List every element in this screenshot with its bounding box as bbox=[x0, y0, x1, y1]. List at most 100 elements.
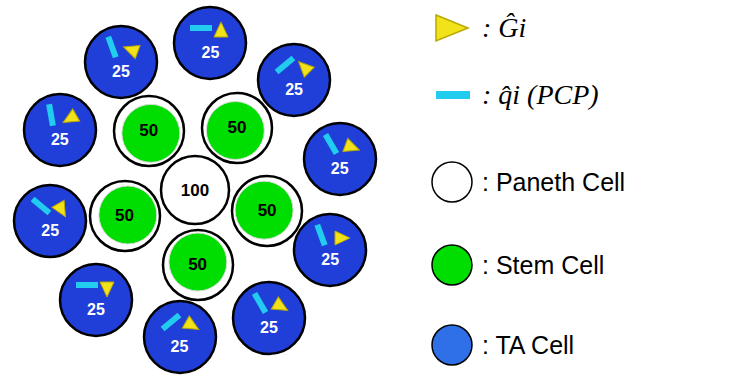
polarity-arrow bbox=[182, 316, 202, 336]
stem-cell: 50 bbox=[200, 91, 274, 165]
pcp-bar bbox=[317, 225, 325, 246]
cell-number: 25 bbox=[171, 339, 189, 355]
cell-number: 50 bbox=[258, 202, 277, 219]
stem-core bbox=[235, 181, 293, 239]
pcp-bar bbox=[76, 282, 98, 288]
paneth-cell: 100 bbox=[159, 154, 231, 226]
cell-circle bbox=[24, 94, 96, 166]
ta-cell: 25 bbox=[83, 24, 159, 100]
legend-entry: : TA Cell bbox=[428, 320, 728, 370]
cell-outline bbox=[12, 183, 88, 259]
cell-outline bbox=[256, 42, 332, 118]
ta-cell: 25 bbox=[256, 42, 332, 118]
polarity-arrow bbox=[335, 231, 350, 245]
legend-text: : q̂i (PCP) bbox=[482, 79, 599, 111]
polarity-arrow bbox=[294, 57, 315, 78]
cell-number: 25 bbox=[260, 320, 278, 336]
stem-cell: 50 bbox=[230, 174, 304, 248]
ta-cell: 25 bbox=[22, 92, 98, 168]
pcp-bar bbox=[190, 25, 212, 31]
pcp-bar bbox=[325, 135, 336, 154]
cell-outline bbox=[231, 280, 307, 356]
polarity-arrow bbox=[100, 282, 114, 297]
pcp-bar bbox=[49, 104, 53, 126]
cell-outline bbox=[83, 24, 159, 100]
ta-cell: 25 bbox=[58, 262, 134, 338]
legend-text: : Ĝi bbox=[482, 12, 526, 44]
cell-number: 25 bbox=[202, 45, 220, 61]
legend-text: : TA Cell bbox=[482, 331, 574, 360]
cell-outline bbox=[142, 299, 218, 375]
cell-outline bbox=[302, 121, 378, 197]
legend-entry: : Ĝi bbox=[428, 3, 728, 53]
stem-cell: 50 bbox=[112, 94, 186, 168]
stem-core bbox=[122, 104, 180, 162]
cell-circle bbox=[232, 176, 302, 246]
cell-circle bbox=[60, 264, 132, 336]
cell-number: 25 bbox=[87, 302, 105, 318]
legend-sample bbox=[428, 240, 476, 290]
pcp-bar bbox=[277, 58, 294, 72]
cell-number: 50 bbox=[227, 119, 246, 136]
ta-cell: 25 bbox=[231, 280, 307, 356]
polarity-arrow bbox=[271, 297, 291, 317]
pcp-bar bbox=[108, 36, 116, 57]
cell-circle bbox=[258, 44, 330, 116]
pcp-bar bbox=[33, 199, 50, 213]
legend-sample bbox=[428, 70, 476, 120]
cell-circle bbox=[174, 7, 246, 79]
polarity-arrow bbox=[59, 109, 79, 129]
cell-circle bbox=[161, 156, 229, 224]
stem-core bbox=[206, 101, 264, 159]
polarity-arrow bbox=[343, 139, 362, 157]
stem-core bbox=[169, 233, 227, 291]
cell-circle bbox=[163, 230, 233, 300]
cell-number: 25 bbox=[285, 82, 303, 98]
cell-circle bbox=[85, 26, 157, 98]
cell-circle bbox=[202, 93, 272, 163]
cell-circle bbox=[144, 301, 216, 373]
stem-cell: 50 bbox=[161, 228, 235, 302]
arrow-sample bbox=[436, 15, 468, 41]
cell-circle bbox=[233, 282, 305, 354]
stem-cell: 50 bbox=[88, 179, 162, 253]
cell-outline bbox=[58, 262, 134, 338]
cell-number: 50 bbox=[188, 256, 207, 273]
bar-sample bbox=[436, 91, 470, 99]
ta-cell: 25 bbox=[302, 121, 378, 197]
pcp-bar bbox=[162, 315, 179, 329]
ta-cell: 25 bbox=[172, 5, 248, 81]
cell-number: 50 bbox=[115, 207, 134, 224]
legend-swatch bbox=[432, 245, 472, 285]
cell-circle bbox=[14, 185, 86, 257]
cell-outline bbox=[172, 5, 248, 81]
cell-outline bbox=[22, 92, 98, 168]
legend-sample bbox=[428, 320, 476, 370]
cell-number: 25 bbox=[41, 223, 59, 239]
ta-cell: 25 bbox=[292, 212, 368, 288]
cell-outline bbox=[292, 212, 368, 288]
cell-circle bbox=[90, 181, 160, 251]
legend-sample bbox=[428, 3, 476, 53]
cell-number: 25 bbox=[321, 252, 339, 268]
pcp-bar bbox=[255, 294, 266, 313]
cell-circle bbox=[294, 214, 366, 286]
legend-text: : Stem Cell bbox=[482, 251, 604, 280]
cell-circle bbox=[114, 96, 184, 166]
cell-circle bbox=[304, 123, 376, 195]
legend-entry: : Stem Cell bbox=[428, 240, 728, 290]
legend-swatch bbox=[432, 162, 472, 202]
legend-swatch bbox=[432, 325, 472, 365]
stem-core bbox=[98, 186, 156, 244]
cell-number: 25 bbox=[331, 161, 349, 177]
polarity-arrow bbox=[52, 200, 72, 220]
legend-text: : Paneth Cell bbox=[482, 168, 625, 197]
legend-entry: : Paneth Cell bbox=[428, 157, 728, 207]
cell-number: 50 bbox=[139, 122, 158, 139]
ta-cell: 25 bbox=[12, 183, 88, 259]
cell-number: 25 bbox=[51, 132, 69, 148]
polarity-arrow bbox=[121, 40, 140, 58]
polarity-arrow bbox=[214, 22, 228, 37]
legend-sample bbox=[428, 157, 476, 207]
